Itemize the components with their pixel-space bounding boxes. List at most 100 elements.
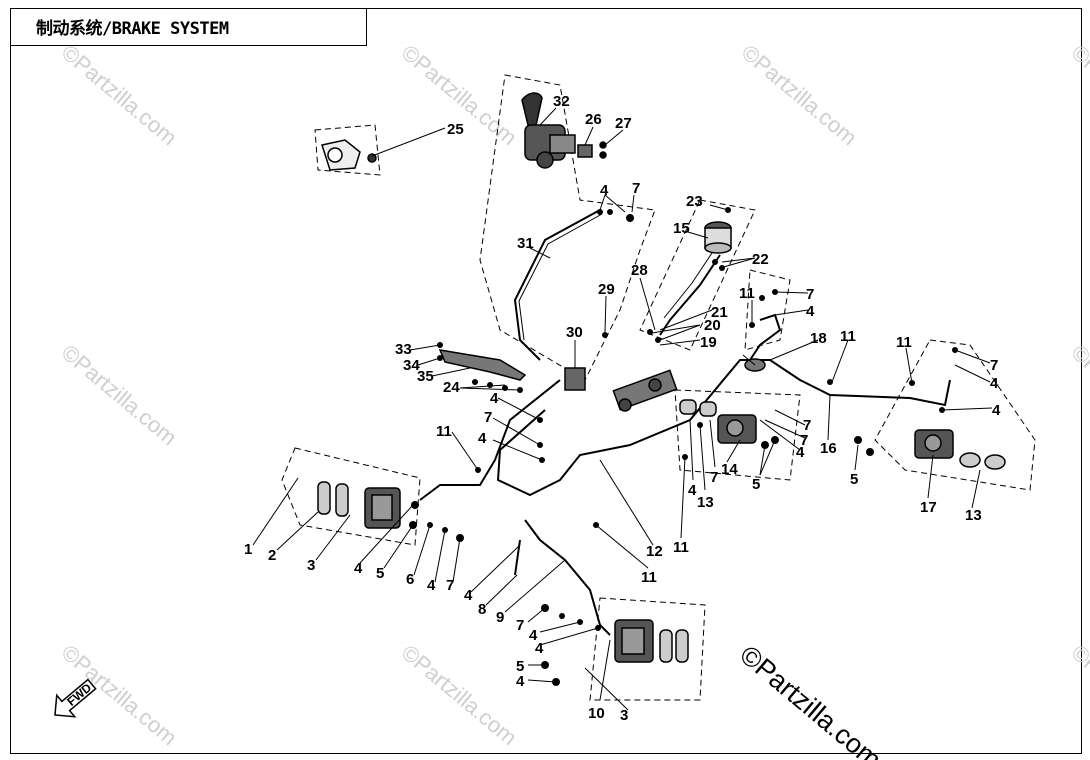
callout: 4 [806, 303, 815, 320]
watermark: ©Partzilla.com [57, 40, 182, 151]
callout: 5 [752, 476, 760, 493]
callout: 31 [517, 235, 534, 252]
reservoir-boundary [639, 199, 756, 351]
caliper-1 [364, 487, 401, 529]
callout: 13 [697, 494, 714, 511]
callout: 34 [403, 357, 420, 374]
callout: 10 [588, 705, 605, 722]
callout: 25 [447, 121, 464, 138]
callout: 7 [632, 180, 640, 197]
tee-30 [564, 367, 586, 391]
mount-boundary [314, 124, 381, 176]
callout: 4 [354, 560, 363, 577]
fasteners [409, 207, 958, 686]
callout: 12 [646, 543, 663, 560]
callout: 7 [710, 469, 718, 486]
callout: 11 [840, 328, 856, 345]
callout: 11 [673, 539, 689, 556]
callout: 9 [496, 609, 504, 626]
callout: 13 [965, 507, 982, 524]
callout: 4 [688, 482, 697, 499]
callout: 27 [615, 115, 632, 132]
callout: 1 [244, 541, 252, 558]
brake-hose-rear [524, 519, 611, 636]
watermark: ©Partzilla.com [1067, 340, 1090, 451]
callout: 29 [598, 281, 615, 298]
callout: 24 [443, 379, 460, 396]
callout: 11 [641, 569, 657, 586]
brake-pipe-31-inner [518, 213, 603, 341]
callout: 4 [990, 375, 999, 392]
callout: 4 [535, 640, 544, 657]
callout: 33 [395, 341, 412, 358]
callout: 5 [376, 565, 384, 582]
callout: 23 [686, 193, 703, 210]
fwd-arrow: FWD [54, 678, 97, 718]
mount-25-bolt [367, 153, 377, 163]
caliper-17 [914, 429, 954, 459]
callout: 5 [516, 658, 524, 675]
callout: 11 [896, 334, 912, 351]
callout: 7 [806, 286, 814, 303]
center-caliper-boundary [674, 389, 801, 481]
callout: 2 [268, 547, 276, 564]
callout: 3 [620, 707, 628, 724]
watermark: ©Partzilla.com [397, 640, 522, 751]
callout: 7 [484, 409, 492, 426]
clamp-26 [577, 144, 593, 158]
watermark: ©Partzilla.com [737, 40, 862, 151]
callout: 4 [992, 402, 1001, 419]
rh-line-boundary [744, 269, 791, 351]
callout: 7 [800, 432, 808, 449]
callout: 17 [920, 499, 937, 516]
brake-pads-center [679, 399, 717, 417]
callout: 4 [490, 390, 499, 407]
callout: 4 [478, 430, 487, 447]
callout: 4 [464, 587, 473, 604]
callout: 19 [700, 334, 717, 351]
watermark: ©Partzilla.com [57, 340, 182, 451]
callout: 4 [796, 444, 805, 461]
callout: 22 [752, 251, 769, 268]
callout: 32 [553, 93, 570, 110]
callout: 21 [711, 304, 728, 321]
reservoir-15 [704, 221, 732, 254]
brake-pipe-31 [513, 209, 601, 361]
page-title: 制动系统/BRAKE SYSTEM [10, 8, 367, 46]
reservoir-hose-21-inner [663, 252, 713, 319]
callout-labels: 25 32 26 27 4 7 31 23 15 22 28 29 21 20 … [244, 93, 1001, 724]
callout: 35 [417, 368, 434, 385]
brake-pads-13 [959, 452, 1006, 470]
callout: 8 [478, 601, 486, 618]
callout: 16 [820, 440, 837, 457]
callout: 11 [739, 285, 755, 302]
callout: 15 [673, 220, 690, 237]
callout: 7 [516, 617, 524, 634]
front-left-caliper-boundary [281, 447, 421, 546]
callout: 7 [803, 417, 811, 434]
caliper-10 [614, 619, 654, 663]
callout: 30 [566, 324, 583, 341]
callout: 18 [810, 330, 827, 347]
rear-caliper-boundary [589, 597, 706, 701]
brake-pads-3-rear [659, 629, 689, 663]
callout: 4 [516, 673, 525, 690]
watermark: ©Partzilla.com [1067, 40, 1090, 151]
callout: 28 [631, 262, 648, 279]
master-cylinder-32 [521, 92, 576, 169]
callout: 3 [307, 557, 315, 574]
reservoir-hose-21 [659, 254, 721, 336]
brake-lines [419, 209, 951, 636]
callout: 4 [427, 577, 436, 594]
drawing-frame [10, 8, 1082, 754]
callout: 7 [990, 357, 998, 374]
junction-valve [612, 369, 678, 412]
callout: 5 [850, 471, 858, 488]
bolt-27b [599, 151, 607, 159]
copyright-notice: ©Partzilla.com [734, 640, 887, 760]
callout: 20 [704, 317, 721, 334]
callout: 4 [529, 627, 538, 644]
mount-25-hole [327, 147, 343, 163]
callout: 26 [585, 111, 602, 128]
